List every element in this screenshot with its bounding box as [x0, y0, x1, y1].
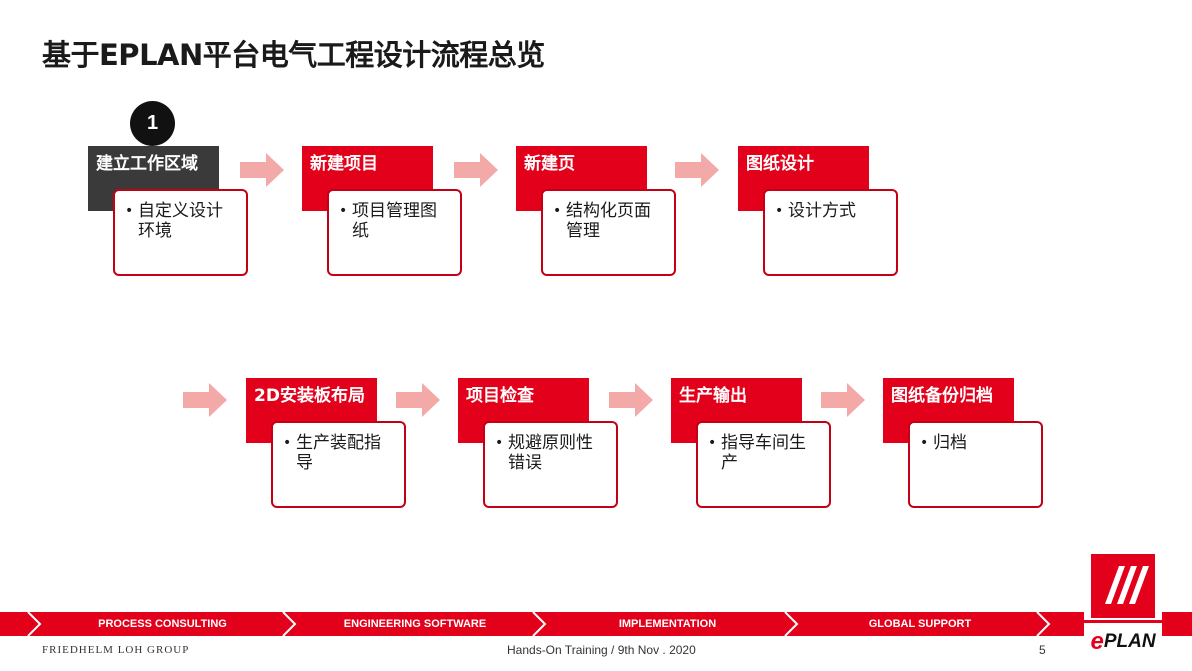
bullet-icon: •	[920, 435, 929, 451]
page-number: 5	[1039, 643, 1046, 657]
step-detail-box: • 项目管理图纸	[327, 189, 462, 276]
process-step-4: 图纸设计 • 设计方式	[738, 146, 913, 278]
slide-title: 基于EPLAN平台电气工程设计流程总览	[42, 38, 545, 72]
process-step-7: 生产输出 • 指导车间生产	[671, 378, 846, 510]
process-step-8: 图纸备份归档 • 归档	[883, 378, 1058, 510]
process-step-3: 新建页 • 结构化页面管理	[516, 146, 691, 278]
footer-group-name: FRIEDHELM LOH GROUP	[42, 644, 190, 656]
bullet-icon: •	[775, 203, 784, 219]
band-label-implementation: IMPLEMENTATION	[618, 618, 717, 630]
flow-arrow-icon	[454, 153, 498, 187]
process-step-1: 建立工作区域 • 自定义设计环境	[88, 146, 263, 278]
footer-band: PROCESS CONSULTING ENGINEERING SOFTWARE …	[0, 612, 1192, 636]
band-label-process-consulting: PROCESS CONSULTING	[98, 618, 227, 630]
bullet-icon: •	[553, 203, 562, 219]
bullet-icon: •	[339, 203, 348, 219]
step-detail: 规避原则性错误	[508, 433, 593, 473]
process-step-6: 项目检查 • 规避原则性错误	[458, 378, 633, 510]
bullet-icon: •	[708, 435, 717, 451]
flow-arrow-icon	[609, 383, 653, 417]
bullet-icon: •	[283, 435, 292, 451]
step-detail: 设计方式	[788, 201, 856, 221]
process-step-2: 新建项目 • 项目管理图纸	[302, 146, 477, 278]
step-detail: 生产装配指导	[296, 433, 381, 473]
band-label-global-support: GLOBAL SUPPORT	[868, 618, 972, 630]
step-detail: 项目管理图纸	[352, 201, 437, 241]
step-detail-box: • 归档	[908, 421, 1043, 508]
step-detail-box: • 规避原则性错误	[483, 421, 618, 508]
step-detail-box: • 自定义设计环境	[113, 189, 248, 276]
step-detail: 归档	[933, 433, 967, 453]
process-step-5: 2D安装板布局 • 生产装配指导	[246, 378, 421, 510]
logo-e-letter: e	[1090, 627, 1104, 655]
flow-arrow-icon	[240, 153, 284, 187]
bullet-icon: •	[495, 435, 504, 451]
step-number-badge: 1	[130, 101, 175, 146]
step-detail: 结构化页面管理	[566, 201, 651, 241]
step-detail-box: • 生产装配指导	[271, 421, 406, 508]
flow-arrow-icon	[675, 153, 719, 187]
bullet-icon: •	[125, 203, 134, 219]
logo-plan-letters: PLAN	[1103, 630, 1156, 652]
logo-mark-icon	[1091, 554, 1155, 618]
step-detail-box: • 结构化页面管理	[541, 189, 676, 276]
flow-arrow-icon	[183, 383, 227, 417]
chevron-divider-icons	[27, 612, 1051, 636]
flow-arrow-icon	[821, 383, 865, 417]
footer-event-text: Hands-On Training / 9th Nov . 2020	[507, 643, 696, 657]
step-detail: 自定义设计环境	[138, 201, 223, 241]
step-detail-box: • 指导车间生产	[696, 421, 831, 508]
step-detail-box: • 设计方式	[763, 189, 898, 276]
band-label-engineering-software: ENGINEERING SOFTWARE	[343, 618, 487, 630]
step-detail: 指导车间生产	[721, 433, 806, 473]
flow-arrow-icon	[396, 383, 440, 417]
